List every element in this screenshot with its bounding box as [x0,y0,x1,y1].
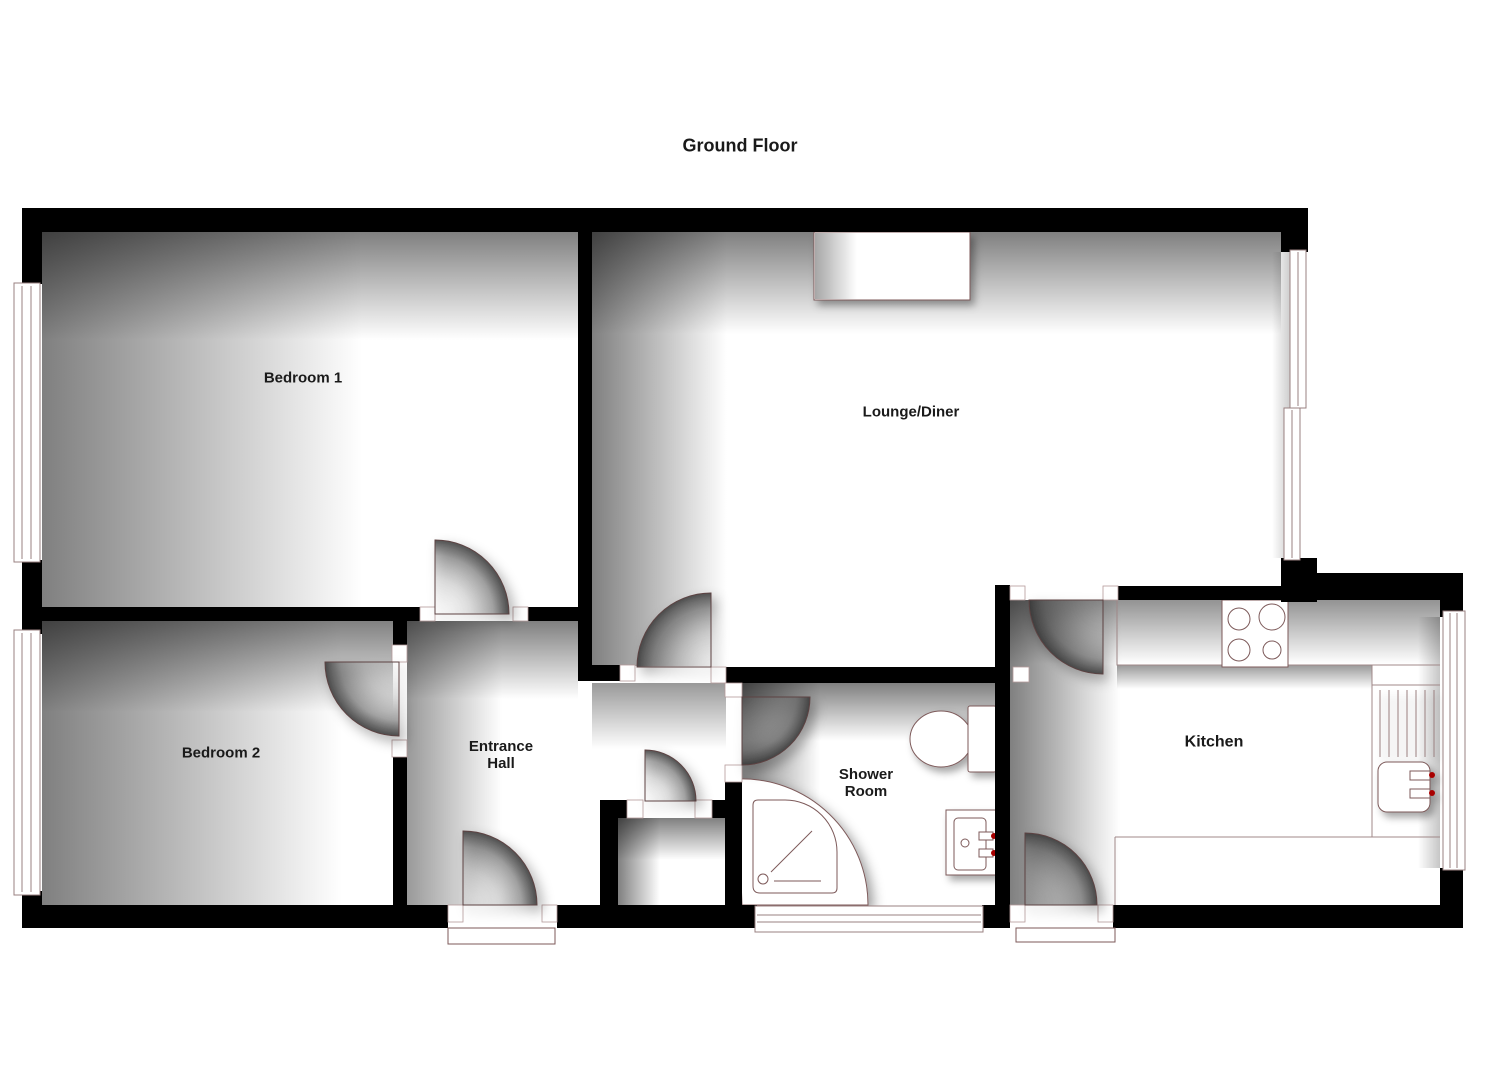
windows [13,249,1466,933]
toilet-icon [909,705,997,773]
hob-icon [1221,599,1289,668]
room-label-bedroom2: Bedroom 2 [181,744,261,762]
window [1442,610,1466,871]
door-arc [741,696,811,766]
door-jambs [391,585,1119,923]
door-arc [644,749,697,802]
room-label-bedroom1: Bedroom 1 [263,369,343,387]
window [13,282,41,563]
door-arc [324,661,400,737]
chimney-breast [813,231,971,301]
room-label-kitchen: Kitchen [1184,733,1244,751]
window [754,905,984,933]
door-arc [636,592,712,668]
door-steps [447,927,1116,945]
bathroom-sink-icon [945,809,997,876]
page-title: Ground Floor [682,135,798,156]
door-arc [1028,599,1104,675]
walls [22,208,1463,928]
door-arc [1024,832,1098,906]
window [1289,249,1307,409]
kitchen-counter [1114,600,1440,905]
window [1283,407,1301,561]
shower-tray-icon [736,778,869,906]
door-arc [462,830,538,906]
window [13,629,41,896]
room-label-lounge-diner: Lounge/Diner [862,403,960,421]
door-arc [434,539,510,615]
room-label-entrance-hall: Entrance Hall [468,738,534,772]
room-label-shower-room: Shower Room [838,766,894,800]
doors [324,539,1104,906]
kitchen-sink-icon [1377,690,1435,813]
